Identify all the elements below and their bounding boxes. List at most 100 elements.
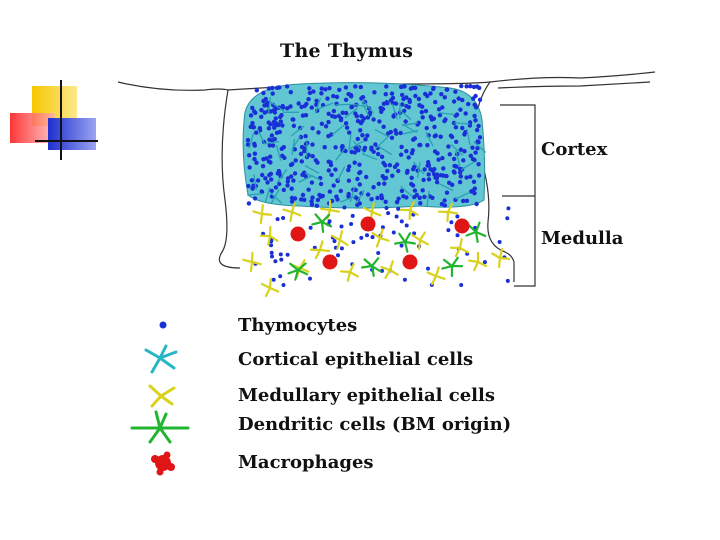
thymocyte [399,243,404,248]
thymocyte [355,176,360,182]
thymocyte [247,165,252,170]
cortical-epithelial-cell [248,132,255,149]
thymocyte [293,158,298,163]
thymocyte [289,186,294,191]
cortical-epithelial-cell [438,112,455,116]
thymocyte [425,163,430,168]
thymocyte [394,131,399,136]
thymocyte [431,116,436,121]
dendritic-cell [311,213,333,234]
thymocyte [420,115,425,120]
thymocyte [413,93,418,99]
thymocyte [262,103,267,108]
thymocyte [349,222,354,226]
cortical-epithelial-cell [344,107,358,119]
thymocyte [418,201,423,206]
thymocyte [279,146,284,151]
thymocyte [334,194,339,199]
thymocyte [362,145,368,150]
cortical-epithelial-cell [270,101,285,112]
thymocyte [434,180,440,185]
thymocyte [340,144,345,149]
thymocyte [417,195,422,200]
macrophage [454,218,470,234]
thymocyte [365,133,370,138]
thymocyte [386,211,391,216]
thymocyte [437,113,443,118]
thymocyte [277,181,282,187]
thymocyte [459,83,464,89]
thymocyte [476,162,481,167]
thymocyte [403,119,408,124]
thymocyte [423,108,429,114]
thymocyte [365,233,369,238]
thymocyte [394,214,399,219]
thymocyte [254,160,259,165]
thymocyte [453,125,459,130]
thymocyte [447,180,452,185]
thymocyte [418,142,423,148]
thymocyte [270,143,276,148]
thymocyte [432,166,437,172]
thymocyte [347,164,352,169]
thymocyte [451,99,457,104]
thymocyte [442,95,447,100]
cortical-epithelial-cell [402,129,419,135]
thymocyte [261,157,266,162]
thymocyte [272,125,277,130]
thymocyte [326,111,331,117]
thymocyte [432,124,437,130]
medullary-epithelial-cell [399,200,419,221]
thymocyte [431,85,436,91]
medullary-epithelial-cell [330,230,349,250]
cortical-epithelial-cell [361,101,370,117]
thymocyte [389,91,395,96]
thymocyte [343,97,349,103]
thymocyte [250,124,255,129]
cortical-epithelial-cell [270,189,280,204]
thymocyte [278,119,283,124]
thymocyte [412,136,418,141]
thymocyte [444,87,449,92]
thymocyte [267,172,272,178]
cortical-epithelial-cell [400,185,414,198]
thymocyte [275,217,280,222]
medulla-label: Medulla [541,228,624,249]
thymocyte [505,216,510,221]
thymocyte [426,266,430,271]
thymocyte [278,274,283,279]
thymocyte [329,172,334,177]
thymocyte [428,91,433,96]
thymocyte [355,118,361,124]
thymocyte [455,214,460,219]
thymocyte [464,175,469,180]
dendritic-cell-icon [130,410,190,444]
medullary-epithelial-cell-icon [148,384,176,408]
cortical-epithelial-cell [269,191,283,204]
thymocyte [336,253,340,258]
cortical-epithelial-network [247,97,487,207]
thymocyte [322,145,327,150]
thymocyte [271,277,276,282]
thymocyte [252,196,258,201]
thymocyte [314,203,320,208]
thymocyte [446,144,451,149]
thymocyte [276,168,282,174]
thymocyte [463,129,468,135]
thymocyte [474,127,480,133]
thymocyte [288,90,293,95]
thymocyte [371,185,376,190]
cortical-epithelial-cell [455,191,471,200]
thymocyte [399,188,405,194]
thymocyte [358,128,363,133]
thymocyte [432,134,437,139]
thymocyte [382,181,387,186]
thymocyte [303,174,308,179]
thymocyte [285,176,291,181]
thymocyte [316,130,321,135]
thymocyte [477,85,482,91]
thymocyte [252,151,258,156]
thymocyte [272,110,278,115]
legend-dendritic-label: Dendritic cells (BM origin) [238,414,512,435]
